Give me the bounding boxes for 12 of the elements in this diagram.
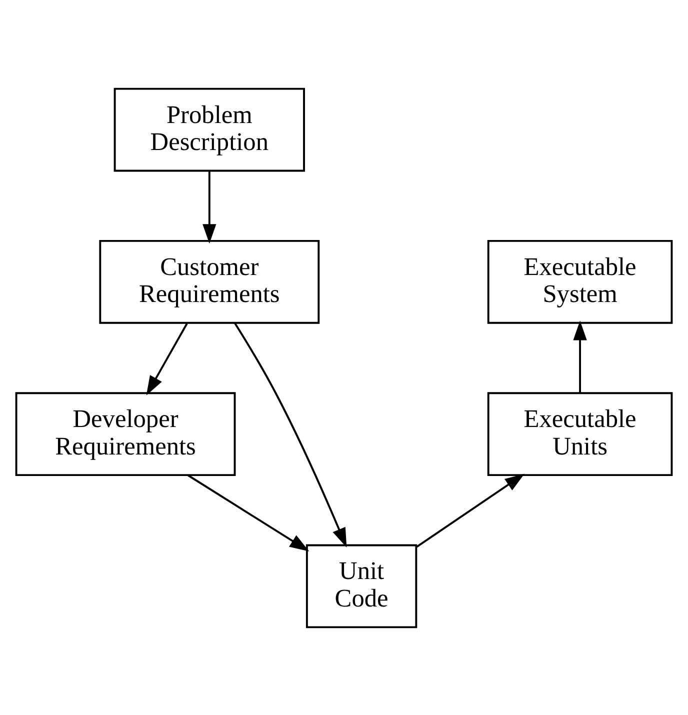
node-box: Executable System	[487, 239, 673, 324]
arrow	[416, 473, 524, 548]
arrow	[146, 322, 188, 395]
node-box: Problem Description	[114, 87, 305, 172]
node-box: Unit Code	[306, 544, 418, 628]
arrow	[188, 474, 310, 551]
node-box: Customer Requirements	[99, 239, 320, 324]
node-box: Developer Requirements	[15, 392, 236, 476]
node-box: Executable Units	[487, 392, 673, 476]
arrow	[202, 170, 216, 244]
arrow	[573, 320, 587, 392]
arrow	[234, 322, 347, 548]
